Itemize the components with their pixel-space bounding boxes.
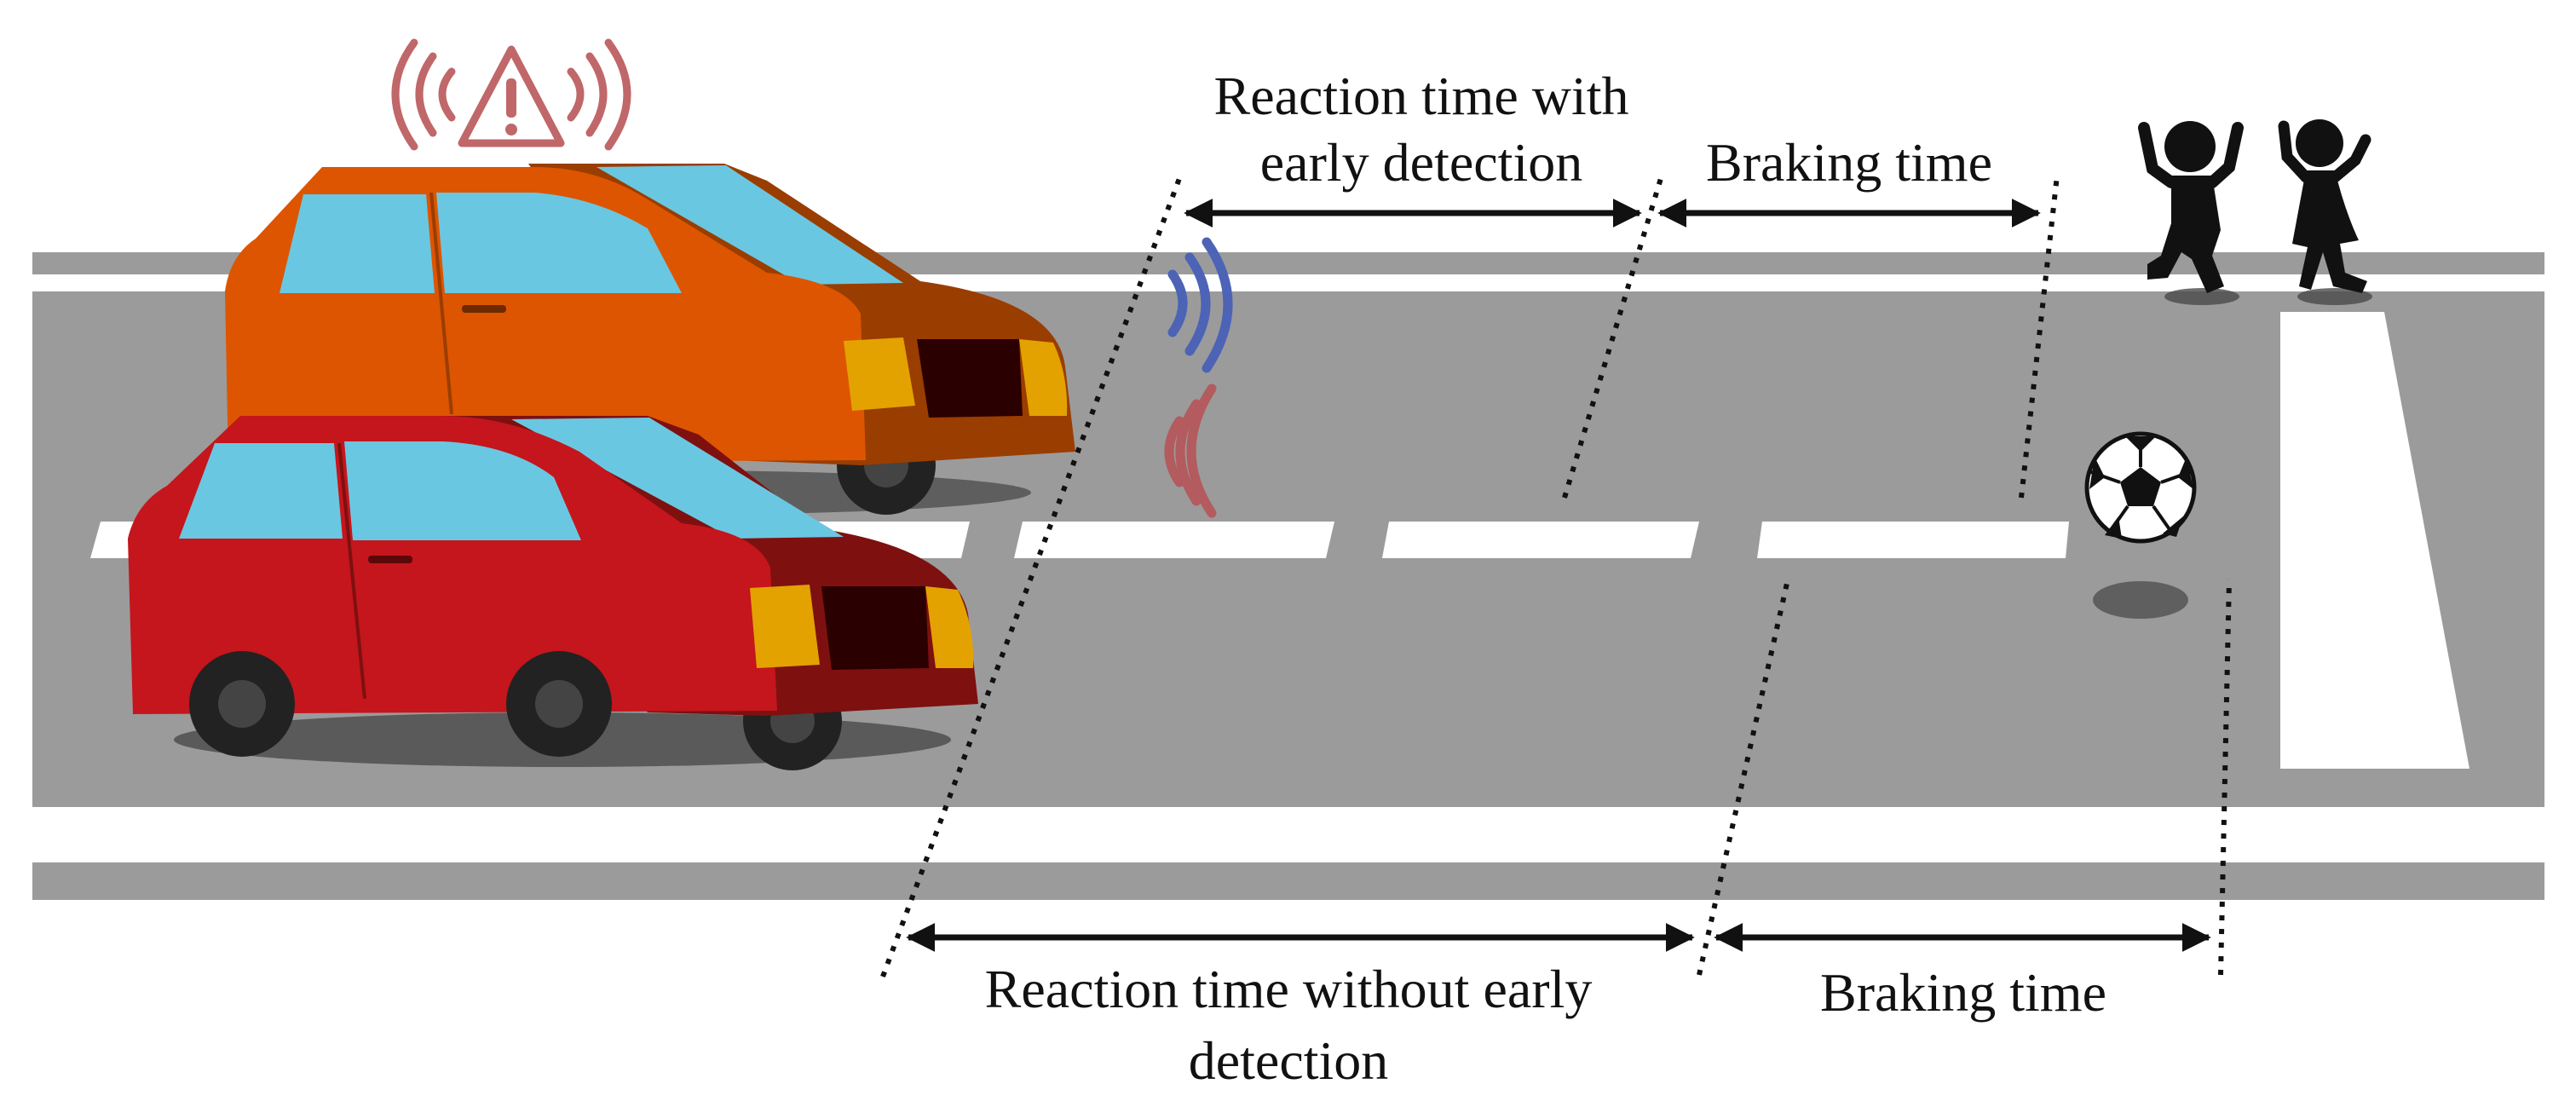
soccer-ball-icon: [2084, 431, 2197, 619]
door-handle: [462, 305, 506, 313]
wireless-signal-icon: [1167, 237, 1233, 373]
headlight: [844, 337, 915, 411]
door-line: [429, 192, 453, 415]
guide-late-braking-end: [2218, 579, 2232, 976]
car-roof-back: [596, 165, 903, 285]
guide-early-reaction-end: [1562, 175, 1664, 499]
crosswalk-stripe: [2280, 312, 2469, 769]
lane-dash: [1382, 522, 1699, 558]
door-line: [337, 442, 366, 700]
label-reaction-late-line2: detection: [1189, 1030, 1389, 1091]
child-shadow: [2164, 288, 2239, 305]
guide-lines: [880, 172, 2232, 978]
running-child-icon: [2138, 121, 2244, 305]
ball-shadow: [2093, 581, 2188, 619]
car-window: [344, 441, 581, 540]
warning-exclamation: [506, 78, 516, 118]
headlight: [1019, 339, 1068, 416]
warning-triangle-icon: [391, 38, 631, 151]
interval-arrows: [906, 199, 2211, 952]
bottom-curb: [32, 862, 2544, 900]
red-car: [128, 416, 978, 770]
headlight: [925, 586, 974, 668]
guide-early-start: [880, 172, 1184, 978]
wheel: [218, 680, 266, 728]
car-roof-back: [511, 418, 844, 539]
warning-signal-waves: [391, 38, 631, 151]
label-braking-top: Braking time: [1706, 132, 1992, 193]
grille: [917, 339, 1023, 418]
lane-dash: [1757, 522, 2069, 558]
grille: [821, 586, 929, 670]
lane-dash: [1014, 522, 1334, 558]
labels: Reaction time with early detection Braki…: [985, 66, 2106, 1091]
wheel: [535, 680, 583, 728]
label-reaction-early-line1: Reaction time with: [1214, 66, 1629, 126]
label-reaction-early-line2: early detection: [1260, 132, 1582, 193]
label-braking-bottom: Braking time: [1820, 962, 2106, 1023]
car-window: [436, 193, 682, 293]
child-shadow: [2297, 288, 2372, 305]
headlight: [750, 585, 820, 668]
running-child-icon: [2278, 119, 2372, 305]
warning-exclamation-dot: [505, 124, 517, 135]
door-handle: [368, 556, 412, 563]
label-reaction-late-line1: Reaction time without early: [985, 959, 1593, 1019]
car-window: [179, 443, 343, 539]
car-window: [279, 194, 435, 293]
wireless-signal-icon: [1164, 383, 1217, 518]
